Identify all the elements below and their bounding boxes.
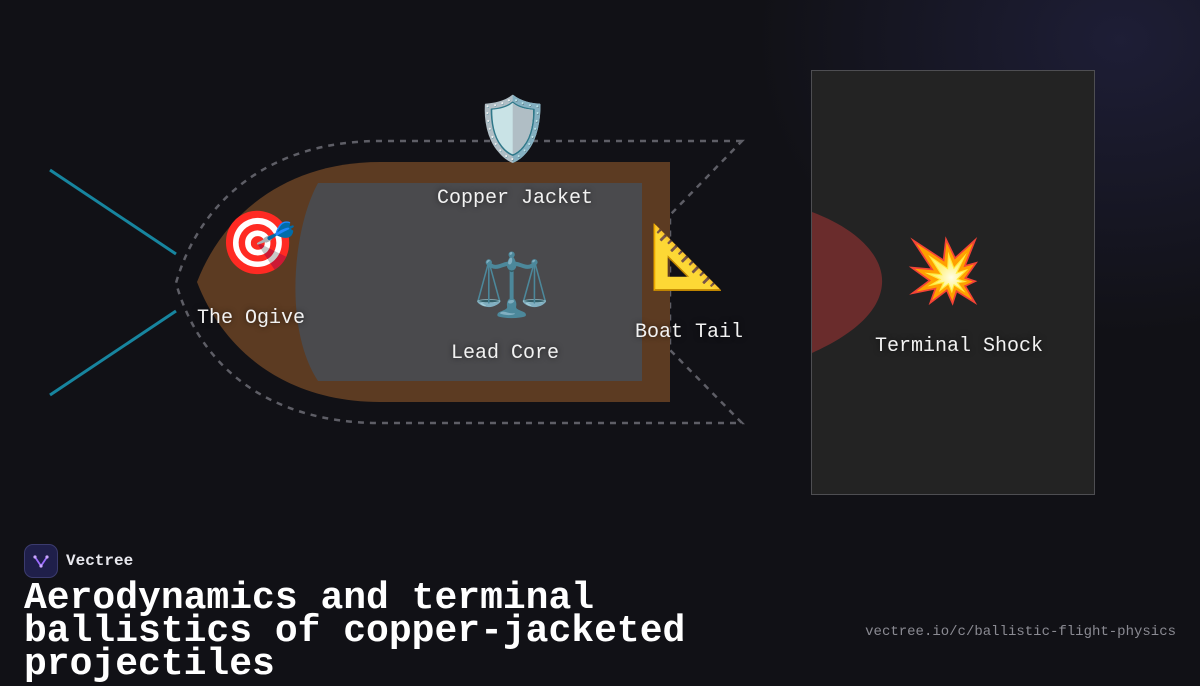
target-icon: 🎯	[219, 206, 297, 279]
label-lead-core: Lead Core	[450, 342, 560, 365]
impact-wave	[812, 212, 883, 353]
triangle-ruler-icon: 📐	[649, 220, 727, 293]
brand: Vectree	[24, 544, 133, 578]
label-boat-tail: Boat Tail	[634, 321, 744, 344]
label-copper-jacket: Copper Jacket	[436, 187, 594, 210]
shockwave-line-lower	[49, 309, 177, 397]
label-ogive: The Ogive	[196, 307, 306, 330]
vectree-logo-icon	[24, 544, 58, 578]
shield-icon: 🛡️	[474, 92, 552, 165]
page-title: Aerodynamics and terminal ballistics of …	[24, 577, 686, 686]
scales-icon: ⚖️	[473, 248, 551, 321]
airflow-outline	[174, 139, 745, 425]
collision-icon: 💥	[905, 234, 983, 307]
brand-name: Vectree	[66, 552, 134, 570]
lead-core-body	[295, 183, 642, 381]
label-terminal-shock: Terminal Shock	[874, 335, 1044, 358]
source-url: vectree.io/c/ballistic-flight-physics	[865, 624, 1176, 640]
shockwave-line-upper	[49, 168, 177, 256]
